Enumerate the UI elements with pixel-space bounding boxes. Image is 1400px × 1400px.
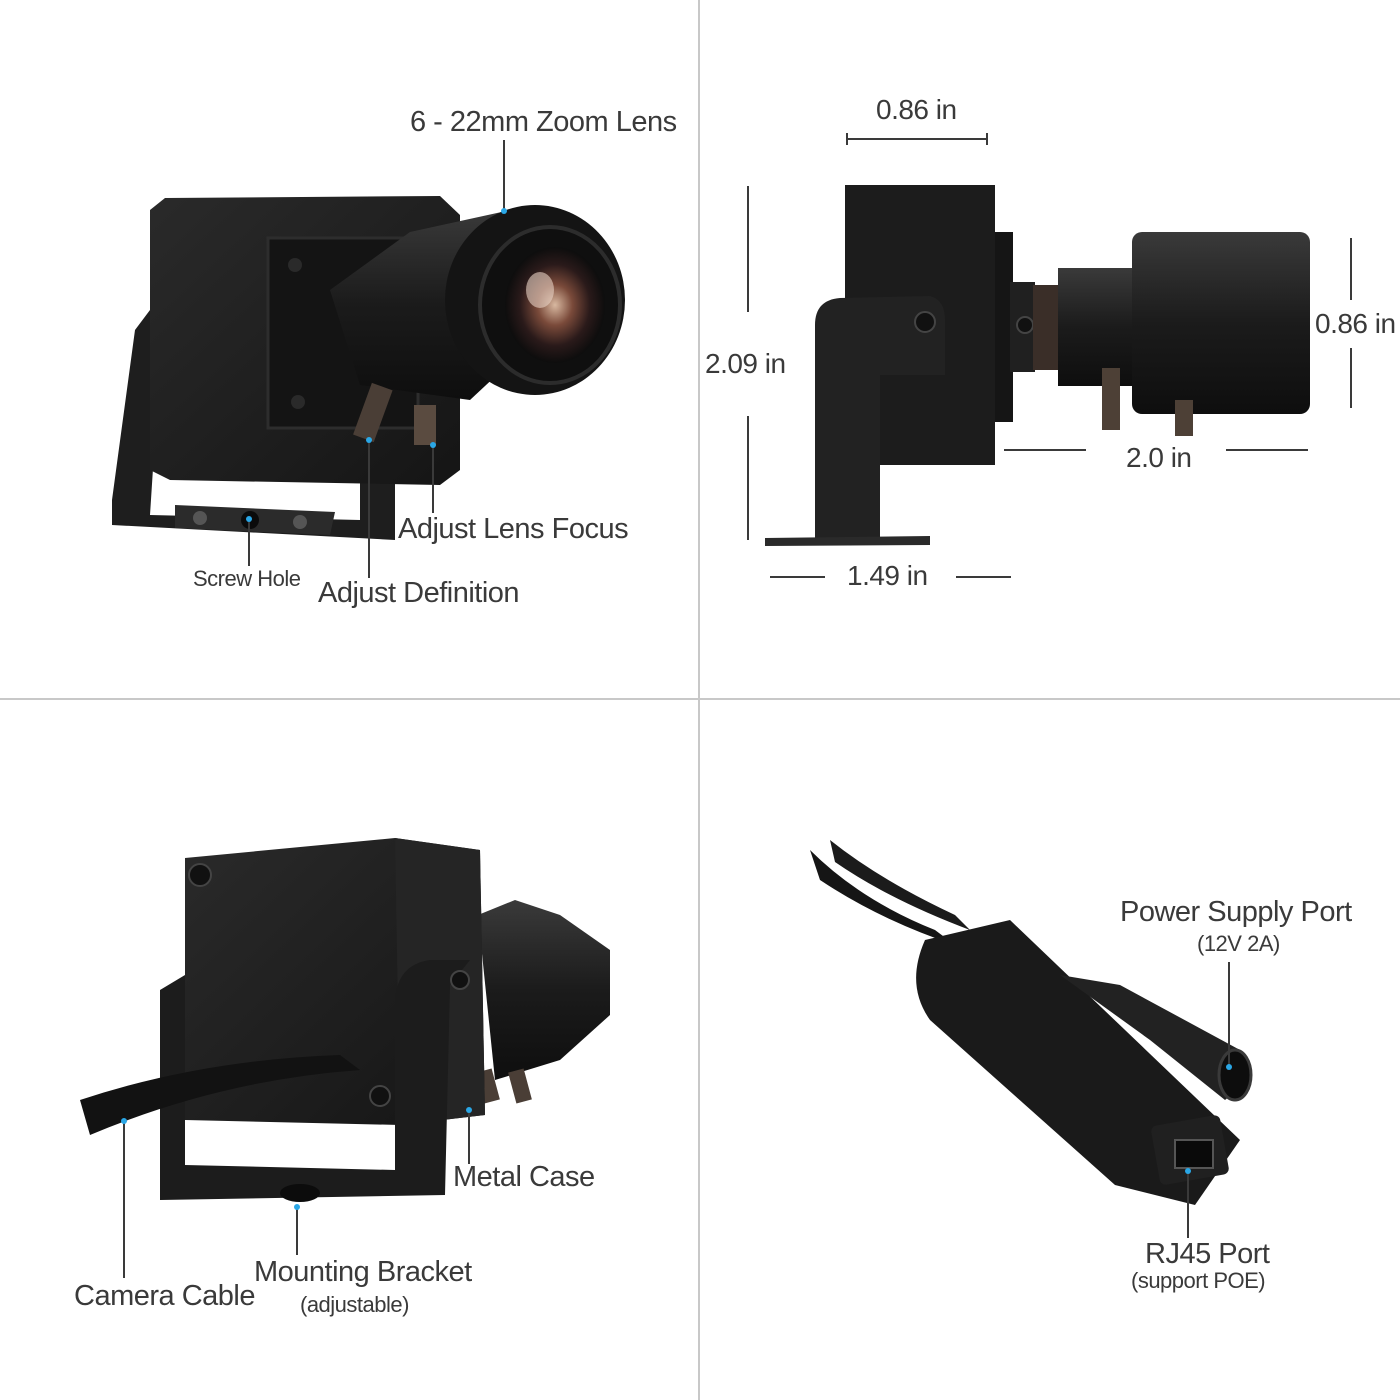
power-port-note: (12V 2A) [1197, 931, 1280, 956]
power-port-leader [1228, 962, 1230, 1068]
height-left-line-top [747, 186, 749, 312]
base-width-line-right [956, 576, 1011, 578]
camera-back-view [80, 838, 610, 1202]
adjust-focus-leader [432, 446, 434, 513]
width-top-line [846, 138, 988, 140]
mounting-bracket-leader [296, 1209, 298, 1255]
lens-diameter-line-top [1350, 238, 1352, 300]
rj45-port-note: (support POE) [1131, 1268, 1266, 1293]
zoom-lens-leader [503, 140, 505, 210]
metal-case-dot [466, 1107, 472, 1113]
mounting-bracket-dot [294, 1204, 300, 1210]
adjust-focus-label: Adjust Lens Focus [398, 513, 629, 545]
width-top-tick-right [986, 133, 988, 145]
power-port-label: Power Supply Port [1120, 896, 1352, 928]
base-width-line-left [770, 576, 825, 578]
power-port-dot [1226, 1064, 1232, 1070]
lens-length-label: 2.0 in [1126, 442, 1192, 473]
lens-diameter-label: 0.86 in [1315, 308, 1396, 339]
lens-length-line-left [1004, 449, 1086, 451]
metal-case-label: Metal Case [453, 1161, 595, 1193]
camera-cable-leader [123, 1123, 125, 1278]
lens-length-line-right [1226, 449, 1308, 451]
width-top-label: 0.86 in [876, 94, 957, 125]
horizontal-divider [0, 698, 1400, 700]
width-top-tick-left [846, 133, 848, 145]
metal-case-leader [468, 1112, 470, 1164]
screw-hole-dot [246, 516, 252, 522]
height-left-line-bottom [747, 416, 749, 540]
cable-pigtail-view [810, 840, 1253, 1205]
camera-cable-label: Camera Cable [74, 1280, 255, 1312]
camera-front-view [112, 196, 625, 540]
height-left-label: 2.09 in [705, 348, 786, 379]
mounting-bracket-note: (adjustable) [300, 1292, 409, 1317]
screw-hole-label: Screw Hole [193, 566, 301, 591]
adjust-definition-leader [368, 440, 370, 578]
rj45-port-label: RJ45 Port [1145, 1238, 1270, 1270]
rj45-port-dot [1185, 1168, 1191, 1174]
adjust-focus-dot [430, 442, 436, 448]
screw-hole-leader [248, 520, 250, 566]
camera-cable-dot [121, 1118, 127, 1124]
lens-diameter-line-bottom [1350, 348, 1352, 408]
vertical-divider [698, 0, 700, 1400]
adjust-definition-label: Adjust Definition [318, 577, 520, 609]
zoom-lens-dot [501, 208, 507, 214]
mounting-bracket-label: Mounting Bracket [254, 1256, 472, 1288]
zoom-lens-label: 6 - 22mm Zoom Lens [410, 106, 677, 138]
camera-side-view [765, 185, 1310, 546]
rj45-port-leader [1187, 1172, 1189, 1238]
adjust-definition-dot [366, 437, 372, 443]
base-width-label: 1.49 in [847, 560, 928, 591]
